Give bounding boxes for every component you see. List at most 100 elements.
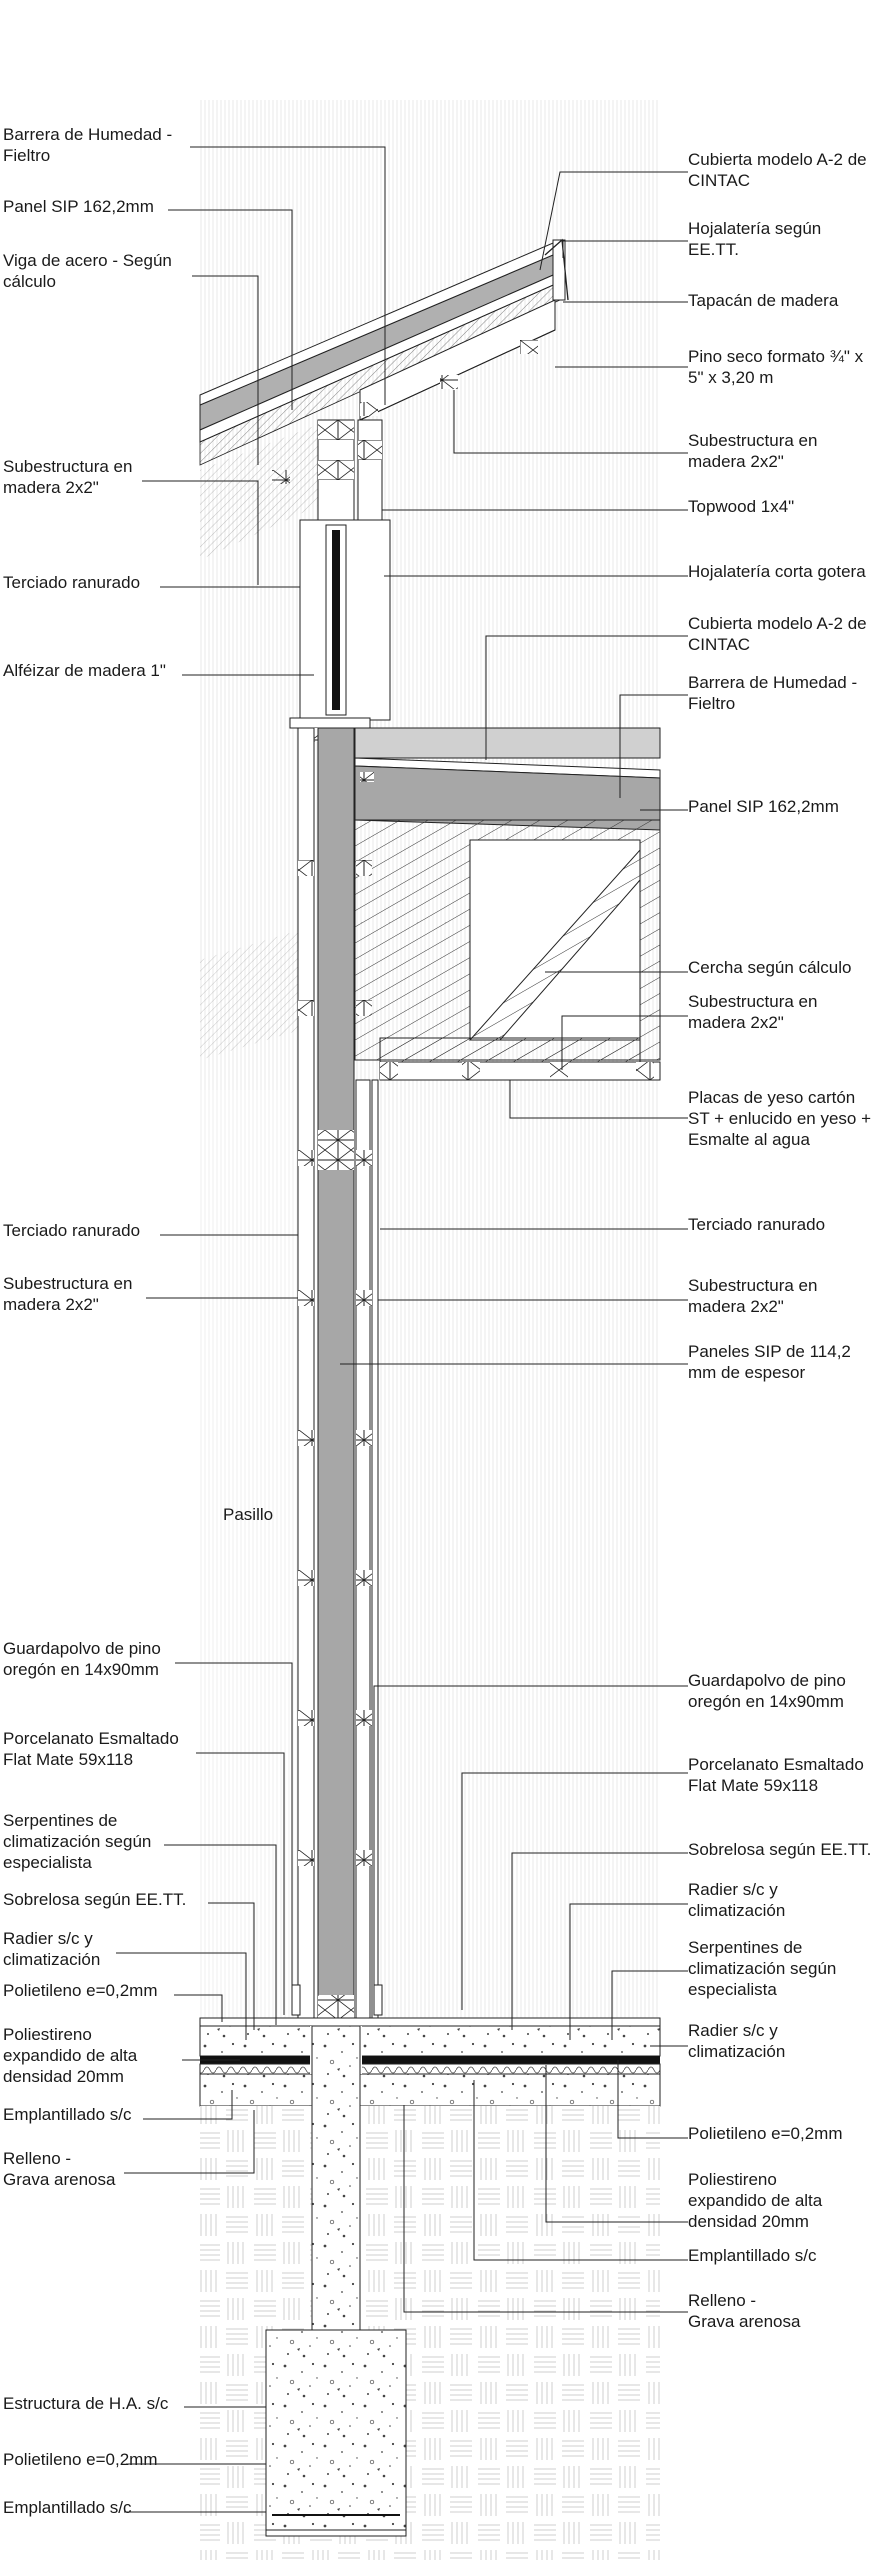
- label-text: Emplantillado s/c: [3, 2105, 132, 2124]
- label-text: Polietileno e=0,2mm: [3, 2450, 158, 2469]
- batten-left: [298, 860, 314, 876]
- leader-line: [511, 1852, 688, 2030]
- background-cladding-left: [200, 1090, 300, 2020]
- leader-line: [473, 2080, 688, 2261]
- label-text: Relleno -Grava arenosa: [3, 2149, 116, 2189]
- background-cladding-lower: [350, 1090, 660, 2020]
- leader-line: [545, 2065, 688, 2223]
- leader-line: [168, 209, 293, 410]
- leader-line: [619, 694, 688, 798]
- leader-line: [461, 1772, 688, 2010]
- leader-line: [175, 1662, 293, 2000]
- label-text: Topwood 1x4": [688, 497, 794, 516]
- batten-left: [298, 1710, 314, 1726]
- label-text: Polietileno e=0,2mm: [688, 2124, 843, 2143]
- leader-line: [561, 1015, 688, 1070]
- batten-right: [356, 1290, 372, 1306]
- leader-line: [160, 520, 301, 588]
- leader-line: [164, 1844, 277, 2025]
- batten-right: [356, 1710, 372, 1726]
- label-text: Barrera de Humedad -Fieltro: [688, 673, 857, 713]
- leader-line: [403, 2105, 688, 2313]
- label-text: Sobrelosa según EE.TT.: [688, 1840, 871, 1859]
- wall-section: [291, 727, 383, 2020]
- leader-line: [485, 635, 688, 760]
- label-text: Terciado ranurado: [3, 1221, 140, 1240]
- leader-line: [190, 146, 386, 405]
- label-text: Estructura de H.A. s/c: [3, 2394, 169, 2413]
- batten-right: [356, 1430, 372, 1446]
- leader-line: [142, 480, 259, 585]
- batten-right: [356, 1570, 372, 1586]
- label-text: Tapacán de madera: [688, 291, 839, 310]
- floor-slab: [199, 2017, 661, 2560]
- leader-line: [174, 1994, 223, 2022]
- upper-roof: [199, 238, 569, 560]
- label-text: Hojalatería corta gotera: [688, 562, 866, 581]
- leader-line: [611, 1970, 688, 2040]
- leader-line: [143, 2090, 233, 2120]
- leader-line: [617, 2060, 688, 2139]
- label-text: Terciado ranurado: [688, 1215, 825, 1234]
- label-text: Sobrelosa según EE.TT.: [3, 1890, 186, 1909]
- lower-roof: [200, 727, 661, 1081]
- label-text: Panel SIP 162,2mm: [688, 797, 839, 816]
- batten-left: [298, 1150, 314, 1166]
- label-text: Alféizar de madera 1": [3, 661, 166, 680]
- clerestory-window: [289, 419, 391, 742]
- leader-line: [509, 1080, 688, 1119]
- leader-line: [116, 1952, 247, 2040]
- leader-line: [539, 171, 688, 271]
- batten-left: [298, 1290, 314, 1306]
- label-text: Cercha según cálculo: [688, 958, 851, 977]
- leader-line: [562, 240, 688, 258]
- batten-left: [298, 1000, 314, 1016]
- leader-line: [208, 1902, 255, 2030]
- batten-right: [356, 1000, 372, 1016]
- batten-left: [298, 1850, 314, 1866]
- leader-line: [124, 2110, 255, 2174]
- leader-line: [196, 1752, 285, 2015]
- room-label-pasillo: Pasillo: [223, 1505, 273, 1524]
- batten-left: [298, 1570, 314, 1586]
- label-text: Panel SIP 162,2mm: [3, 197, 154, 216]
- batten-left: [298, 1430, 314, 1446]
- label-text: Emplantillado s/c: [3, 2498, 132, 2517]
- label-text: Relleno -Grava arenosa: [688, 2291, 801, 2331]
- leader-line: [569, 1903, 688, 2040]
- label-text: Barrera de Humedad -Fieltro: [3, 125, 172, 165]
- leader-line: [453, 390, 688, 454]
- batten-right: [356, 1150, 372, 1166]
- label-text: Terciado ranurado: [3, 573, 140, 592]
- leader-line: [192, 275, 259, 465]
- label-text: Emplantillado s/c: [688, 2246, 817, 2265]
- label-text: Polietileno e=0,2mm: [3, 1981, 158, 2000]
- batten-right: [356, 860, 372, 876]
